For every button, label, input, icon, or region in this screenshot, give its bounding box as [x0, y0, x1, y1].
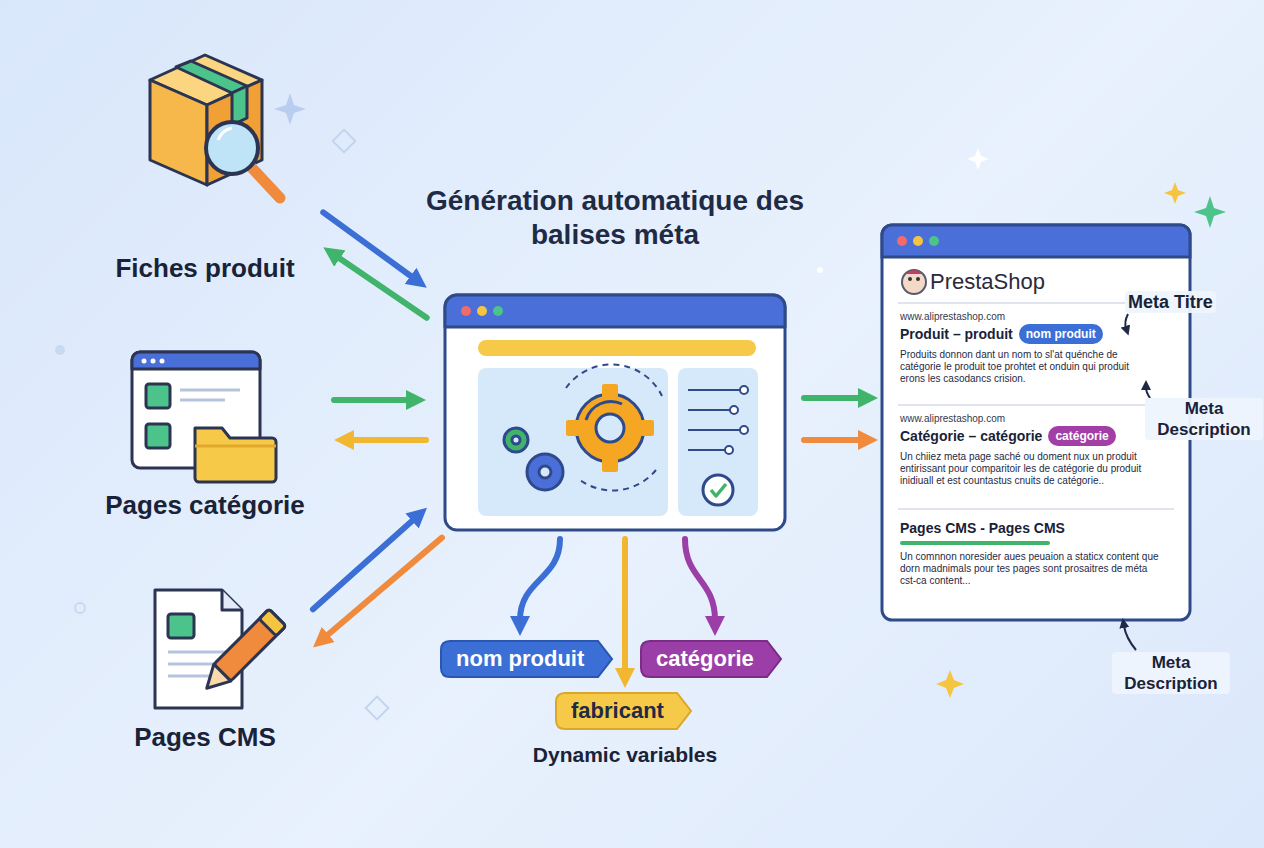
flow-arrow: [323, 212, 414, 278]
variable-pill: nom produit: [1019, 324, 1103, 344]
callout-label: Meta Description: [1112, 652, 1230, 694]
product-box-icon: [150, 55, 280, 198]
variable-name: nom produit: [1026, 324, 1096, 344]
variable-tag: nom produit: [440, 640, 613, 678]
desc-text: Un comnnon noresider aues peuaion a stat…: [900, 551, 1162, 587]
big-text: Pages catégorie: [80, 489, 330, 521]
variable-tag: fabricant: [555, 692, 692, 730]
browser-node: PrestaShopwww.aliprestashop.comProduit –…: [882, 225, 1190, 620]
sparkles: [55, 93, 1226, 719]
variable-pill: catégorie: [1048, 426, 1115, 446]
flow-arrow: [520, 539, 560, 620]
big-text: Fiches produit: [90, 252, 320, 284]
flow-arrow: [334, 397, 410, 403]
url-text: www.aliprestashop.com: [900, 311, 1005, 323]
flow-arrow: [313, 518, 415, 609]
flow-arrow: [804, 437, 862, 443]
callout-label: Meta Titre: [1125, 291, 1216, 313]
flow-arrow: [804, 395, 862, 401]
variable-name: catégorie: [1055, 426, 1108, 446]
group-label: Dynamic variables: [492, 742, 758, 767]
flow-arrow: [622, 539, 628, 672]
category-page-icon: [132, 352, 276, 482]
head-text: Pages CMS - Pages CMS: [900, 519, 1065, 537]
generator-node: Génération automatique des balises méta: [430, 180, 800, 535]
title-text: Génération automatique des balises méta: [395, 184, 835, 252]
variable-tag: catégorie: [640, 640, 782, 678]
source-node: Pages catégorie: [80, 345, 330, 525]
flow-arrow: [337, 256, 427, 317]
big-text: Pages CMS: [100, 721, 310, 753]
head-text: Produit – produit: [900, 325, 1013, 343]
desc-text: Un chiiez meta page saché ou doment nux …: [900, 451, 1150, 487]
url-text: www.aliprestashop.com: [900, 413, 1005, 425]
source-node: Pages CMS: [100, 580, 310, 755]
flow-arrow: [325, 538, 442, 637]
callout-label: Meta Description: [1145, 398, 1263, 440]
source-node: Fiches produit: [90, 40, 320, 290]
flow-arrow: [350, 437, 426, 443]
logo-text: PrestaShop: [930, 269, 1045, 295]
desc-text: Produits donnon dant un nom to sl'at qué…: [900, 349, 1135, 385]
generator-window: [445, 295, 785, 530]
variable-name: catégorie: [656, 640, 754, 678]
browser-window: [882, 225, 1190, 620]
flow-arrow: [685, 539, 715, 620]
variable-name: fabricant: [571, 692, 664, 730]
cms-page-icon: [155, 590, 286, 708]
head-text: Catégorie – catégorie: [900, 427, 1042, 445]
variable-name: nom produit: [456, 640, 584, 678]
